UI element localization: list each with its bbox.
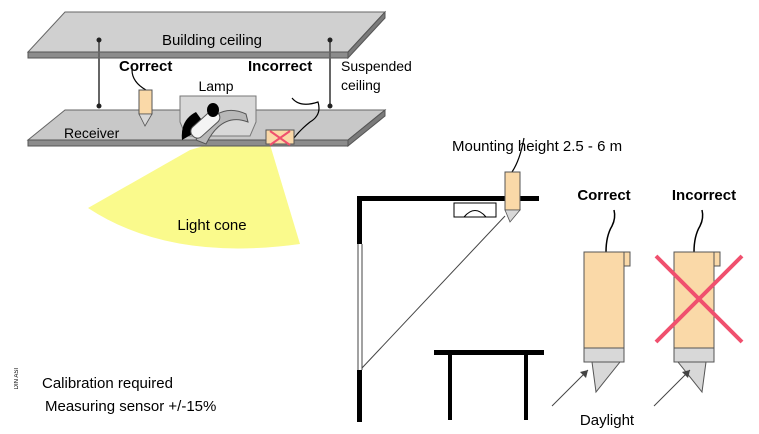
- light-cone-label: Light cone: [177, 217, 246, 234]
- room-section: [357, 196, 544, 422]
- sensor-incorrect-label: Incorrect: [672, 187, 736, 204]
- ceiling-incorrect-label: Incorrect: [248, 58, 312, 75]
- ceiling-correct-label: Correct: [119, 58, 172, 75]
- mounting-height-label: Mounting height 2.5 - 6 m: [452, 138, 622, 155]
- receiver-label: Receiver: [64, 125, 120, 141]
- building-ceiling-slab: [26, 10, 387, 60]
- daylight-label: Daylight: [580, 412, 635, 429]
- lamp: [179, 95, 257, 145]
- building-ceiling-label: Building ceiling: [162, 32, 262, 49]
- lamp-label: Lamp: [198, 78, 233, 94]
- room-sensor: [504, 137, 525, 223]
- ceiling-receiver-incorrect: [265, 97, 320, 146]
- suspended-ceiling-label-1: Suspended: [341, 58, 412, 74]
- light-cone: [88, 128, 300, 249]
- sensor-incorrect: [653, 209, 744, 407]
- calibration-note: Calibration required: [42, 375, 173, 392]
- ceiling-receiver-correct: [131, 69, 153, 127]
- incorrect-cross-line-2: [654, 254, 744, 344]
- suspended-ceiling-label-2: ceiling: [341, 77, 381, 93]
- sensor-correct-label: Correct: [577, 187, 630, 204]
- sensor-correct: [551, 209, 631, 407]
- side-code: DIN ASI: [14, 368, 20, 390]
- measuring-note: Measuring sensor +/-15%: [45, 398, 216, 415]
